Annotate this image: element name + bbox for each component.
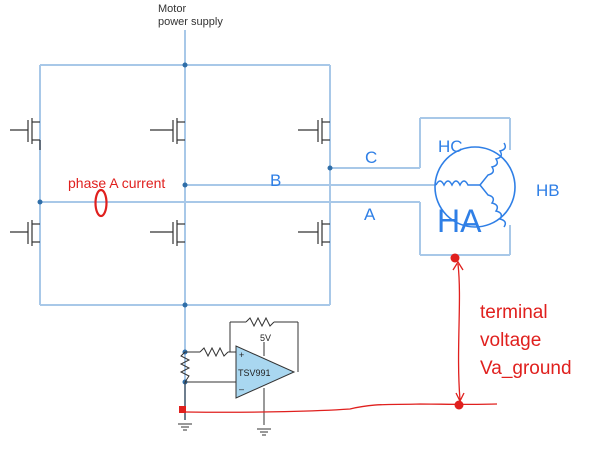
mosfet-low-b [150,220,185,246]
sense-wiring [179,316,299,425]
phase-c-label: C [365,148,377,167]
ground-symbols [178,423,271,436]
mosfet-high-a [10,118,41,150]
opamp-plus-label: + [239,350,244,360]
motor-symbol [434,142,516,228]
opamp-supply-label: 5V [260,333,271,343]
motor-supply-label-line1: Motor [158,3,186,15]
phase-a-label: A [364,205,376,224]
arrow-up-icon [452,260,464,271]
phase-b-label: B [270,171,281,190]
terminal-label-line1: terminal [480,302,548,323]
motor-supply-label-line2: power supply [158,16,223,28]
terminal-a-marker [450,253,460,263]
red-annotations [94,188,498,413]
opamp-minus-label: – [239,384,244,394]
terminal-label-line3: Va_ground [480,358,572,379]
opamp-name-label: TSV991 [238,368,271,378]
mosfet-high-b [150,118,185,144]
hall-b-label: HB [536,181,560,200]
ground-start-marker [179,406,186,413]
terminal-label-line2: voltage [480,330,541,351]
arrow-down-icon [455,392,465,403]
mosfet-low-c [298,220,330,246]
current-probe-ellipse [94,188,108,218]
motor-windings [435,142,507,228]
voltage-measure-line [457,263,461,401]
ground-reference-line [185,403,498,413]
phase-a-current-label: phase A current [68,175,165,191]
opamp-symbol [235,345,296,399]
hall-c-label: HC [438,137,463,156]
mosfet-low-a [10,220,40,246]
mosfet-high-c [298,118,330,144]
hall-a-label: HA [437,203,482,239]
